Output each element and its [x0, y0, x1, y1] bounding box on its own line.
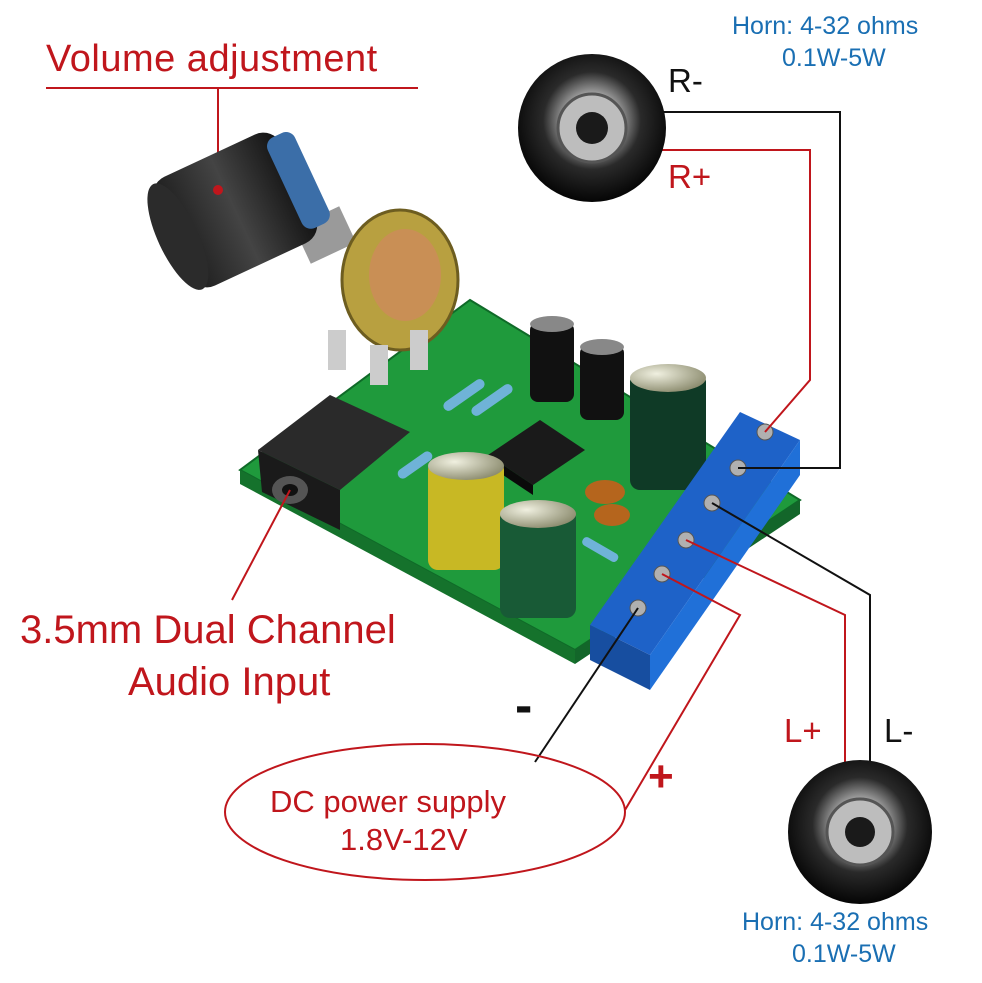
audio-input-label-line1: 3.5mm Dual Channel: [20, 608, 396, 652]
resistors: [397, 379, 619, 562]
power-wires: [534, 573, 742, 811]
volume-knob: [147, 132, 460, 385]
horn-top-spec: Horn: 4-32 ohms: [732, 12, 919, 40]
horn-bottom-spec: Horn: 4-32 ohms: [742, 908, 929, 936]
screw-terminal-block: [590, 412, 800, 690]
power-supply-label-line1: DC power supply: [270, 784, 507, 819]
supply-minus-sign: -: [515, 677, 533, 735]
power-supply-ellipse: [224, 743, 626, 881]
l-minus-label: L-: [884, 712, 914, 749]
horn-bottom-power: 0.1W-5W: [792, 940, 896, 968]
audio-jack: [231, 395, 410, 601]
volume-label: Volume adjustment: [46, 38, 378, 80]
speaker-icon: [788, 760, 932, 904]
power-supply-label-line2: 1.8V-12V: [340, 822, 468, 857]
capacitors: [428, 316, 706, 618]
audio-input-label-line2: Audio Input: [128, 660, 331, 704]
r-minus-label: R-: [668, 62, 703, 99]
r-plus-label: R+: [668, 158, 712, 195]
horn-top-power: 0.1W-5W: [782, 44, 886, 72]
l-plus-label: L+: [784, 712, 822, 749]
speaker-icon: [518, 54, 666, 202]
supply-plus-sign: +: [648, 752, 674, 801]
speaker-wires: [640, 111, 871, 790]
